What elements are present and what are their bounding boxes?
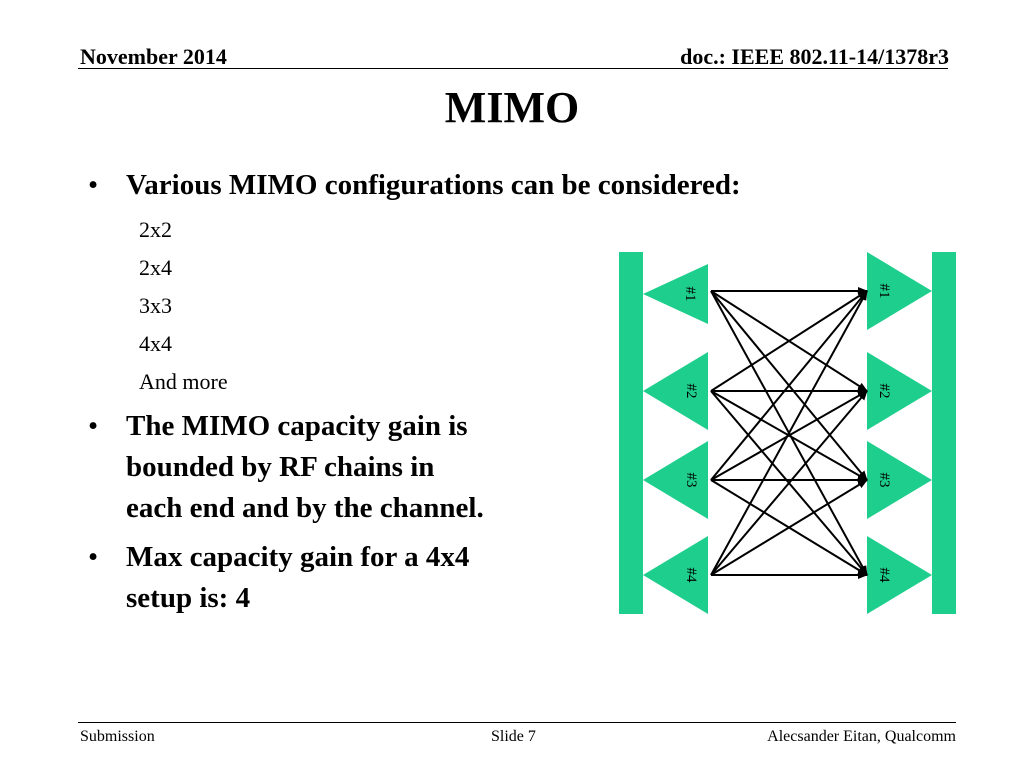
footer-submission: Submission (80, 728, 155, 745)
bullet-text: Max capacity gain for a 4x4 setup is: 4 (126, 537, 469, 619)
channel-paths (710, 287, 868, 579)
channel-path-tx4-rx2 (710, 390, 868, 576)
bullet-line: The MIMO capacity gain is (126, 410, 468, 442)
sub-item: 2x2 (139, 217, 172, 242)
header-date: November 2014 (80, 44, 227, 69)
channel-path-tx3-rx1 (710, 290, 868, 481)
tx-antenna-4-label: #4 (683, 568, 699, 584)
footer-slide-number: Slide 7 (491, 728, 536, 745)
footer-author: Alecsander Eitan, Qualcomm (767, 728, 956, 745)
bullet-line: bounded by RF chains in (126, 451, 435, 483)
tx-antenna-3-triangle (643, 441, 708, 519)
tx-antenna-1-triangle (643, 264, 708, 324)
header-divider (78, 68, 948, 69)
rx-antenna-2-triangle (867, 352, 932, 430)
bullet-line: each end and by the channel. (126, 492, 484, 524)
rx-antenna-1-triangle (867, 252, 932, 330)
rx-antenna-2: #2 (867, 352, 932, 430)
header-doc-id: doc.: IEEE 802.11-14/1378r3 (680, 44, 949, 69)
bullet-dot: • (88, 169, 99, 201)
rx-antenna-2-label: #2 (876, 384, 892, 399)
bullet-dot: • (88, 410, 99, 442)
mimo-antenna-diagram: #1 #2 #3 #4 #1 #2 #3 #4 (619, 252, 956, 614)
rx-antenna-1: #1 (867, 252, 932, 330)
tx-antenna-2-label: #2 (683, 384, 699, 399)
bullet-text: Various MIMO configurations can be consi… (126, 169, 741, 201)
tx-antenna-1-label: #1 (682, 287, 698, 302)
channel-path-tx3-rx2 (710, 390, 868, 481)
tx-antenna-2-triangle (643, 352, 708, 430)
channel-path-tx4-rx3 (710, 479, 868, 576)
sub-item: 2x4 (139, 255, 172, 280)
bullet-line: setup is: 4 (126, 582, 251, 614)
sub-item: And more (139, 369, 228, 394)
rx-antenna-3: #3 (867, 441, 932, 519)
tx-antenna-1: #1 (643, 264, 708, 324)
tx-antenna-2: #2 (643, 352, 708, 430)
bullet-text: The MIMO capacity gain is bounded by RF … (126, 406, 484, 529)
channel-path-tx2-rx1 (710, 290, 868, 392)
rx-antenna-4-label: #4 (876, 568, 892, 584)
tx-antenna-3-label: #3 (683, 473, 699, 488)
rx-antenna-1-label: #1 (876, 284, 892, 299)
rx-antenna-3-triangle (867, 441, 932, 519)
tx-antenna-3: #3 (643, 441, 708, 519)
tx-antenna-4: #4 (643, 536, 708, 614)
rx-antenna-4: #4 (867, 536, 932, 614)
tx-antenna-bar (619, 252, 643, 614)
rx-antenna-bar (932, 252, 956, 614)
sub-item: 3x3 (139, 293, 172, 318)
bullet-dot: • (88, 541, 99, 573)
rx-antenna-3-label: #3 (876, 473, 892, 488)
sub-item: 4x4 (139, 331, 172, 356)
slide-title: MIMO (444, 83, 580, 132)
rx-antenna-4-triangle (867, 536, 932, 614)
bullet-line: Max capacity gain for a 4x4 (126, 541, 470, 573)
footer-divider (78, 722, 956, 723)
channel-path-tx4-rx1 (710, 290, 868, 576)
tx-antenna-4-triangle (643, 536, 708, 614)
